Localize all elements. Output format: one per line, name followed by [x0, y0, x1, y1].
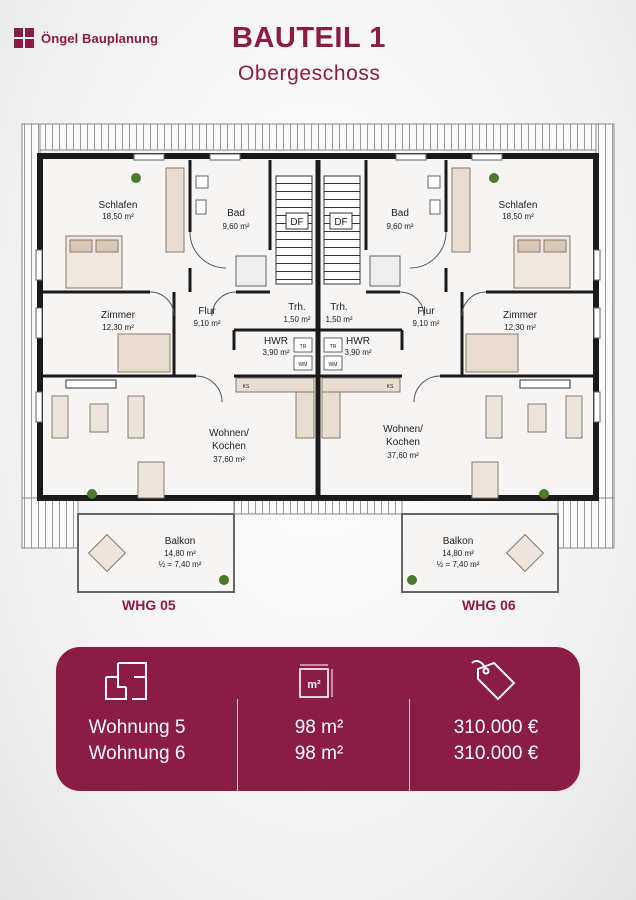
unit-name: Wohnung 5: [88, 717, 186, 738]
room-name: Trh.: [288, 302, 305, 313]
tr-label-left: TR: [300, 344, 307, 350]
room-area: ½ = 7,40 m²: [159, 560, 202, 569]
stairs-right: [323, 175, 361, 285]
ks-label-right: KS: [387, 384, 394, 390]
room-area: 3,90 m²: [262, 348, 289, 357]
unit-price: 310.000 €: [453, 717, 539, 738]
tr-label-right: TR: [330, 344, 337, 350]
room-area: ½ = 7,40 m²: [437, 560, 480, 569]
page-title: BAUTEIL 1: [232, 22, 386, 54]
room-area: 12,30 m²: [102, 323, 134, 332]
room-name: Bad: [391, 208, 409, 219]
df-label-right: DF: [334, 217, 347, 228]
room-area: 37,60 m²: [213, 455, 245, 464]
room-area: 14,80 m²: [442, 549, 474, 558]
area-icon: m²: [299, 664, 333, 698]
tv-units: [65, 379, 571, 389]
room-area: 18,50 m²: [502, 212, 534, 221]
room-area: 12,30 m²: [504, 323, 536, 332]
plant-icons: [87, 173, 549, 585]
unit-name: Wohnung 6: [88, 743, 186, 764]
door-swings: [149, 231, 487, 403]
df-box-left: [285, 212, 309, 230]
divider: [237, 699, 238, 791]
room-name: Flur: [417, 306, 435, 317]
windows: [35, 153, 601, 423]
wm-label-left: WM: [299, 362, 308, 368]
room-area: 9,10 m²: [193, 319, 220, 328]
floorplan-icon: [105, 662, 147, 700]
unit-area: 98 m²: [294, 743, 344, 764]
beds: [65, 235, 571, 289]
room-name: Balkon: [443, 536, 474, 547]
brand-name: Öngel Bauplanung: [41, 30, 159, 46]
room-area: 1,50 m²: [283, 315, 310, 324]
room-name: Trh.: [330, 302, 347, 313]
room-name: Wohnen/: [383, 424, 423, 435]
bathroom-fixtures: [195, 175, 441, 287]
room-name: HWR: [346, 336, 370, 347]
balcony-tables: [87, 533, 545, 573]
unit-label-left: WHG 05: [122, 597, 176, 613]
roof-hatch: [557, 497, 615, 549]
ks-label-left: KS: [243, 384, 250, 390]
room-name: Flur: [198, 306, 216, 317]
room-name: Zimmer: [101, 310, 136, 321]
room-name: Bad: [227, 208, 245, 219]
unit-label-right: WHG 06: [462, 597, 516, 613]
room-name: Schlafen: [99, 200, 138, 211]
unit-price: 310.000 €: [453, 743, 539, 764]
room-area: 1,50 m²: [325, 315, 352, 324]
kitchen-counters: [235, 377, 401, 439]
room-name: Schlafen: [499, 200, 538, 211]
interior-walls-right: [318, 160, 596, 378]
room-area: 9,60 m²: [222, 222, 249, 231]
room-name: HWR: [264, 336, 288, 347]
roof-hatch: [21, 123, 615, 151]
unit-area: 98 m²: [294, 717, 344, 738]
room-name: Zimmer: [503, 310, 538, 321]
room-name: Balkon: [165, 536, 196, 547]
area-icon-label: m²: [307, 679, 321, 691]
room-area: 14,80 m²: [164, 549, 196, 558]
price-tag-icon: [471, 660, 516, 701]
room-area: 3,90 m²: [344, 348, 371, 357]
room-name: Kochen: [386, 437, 420, 448]
room-area: 9,10 m²: [412, 319, 439, 328]
df-box-right: [329, 212, 353, 230]
df-label-left: DF: [290, 217, 303, 228]
summary-panel: m² Wohnung 5 Wohnung 6 98 m² 98 m² 310.0…: [56, 647, 580, 791]
page-subtitle: Obergeschoss: [238, 62, 381, 85]
divider: [409, 699, 410, 791]
wm-label-right: WM: [329, 362, 338, 368]
room-name: Kochen: [212, 441, 246, 452]
room-name: Wohnen/: [209, 428, 249, 439]
wardrobes: [117, 167, 519, 373]
hwr-fixtures: [293, 337, 343, 371]
living-furniture: [51, 395, 583, 499]
logo-mark-icon: [14, 28, 34, 48]
stairs-left: [275, 175, 313, 285]
interior-walls-left: [40, 160, 318, 378]
roof-hatch: [21, 497, 79, 549]
brand-logo: Öngel Bauplanung: [14, 28, 158, 48]
room-area: 37,60 m²: [387, 451, 419, 460]
floor-plan: DF DF TR WM TR WM KS KS: [21, 123, 615, 593]
room-area: 9,60 m²: [386, 222, 413, 231]
room-area: 18,50 m²: [102, 212, 134, 221]
